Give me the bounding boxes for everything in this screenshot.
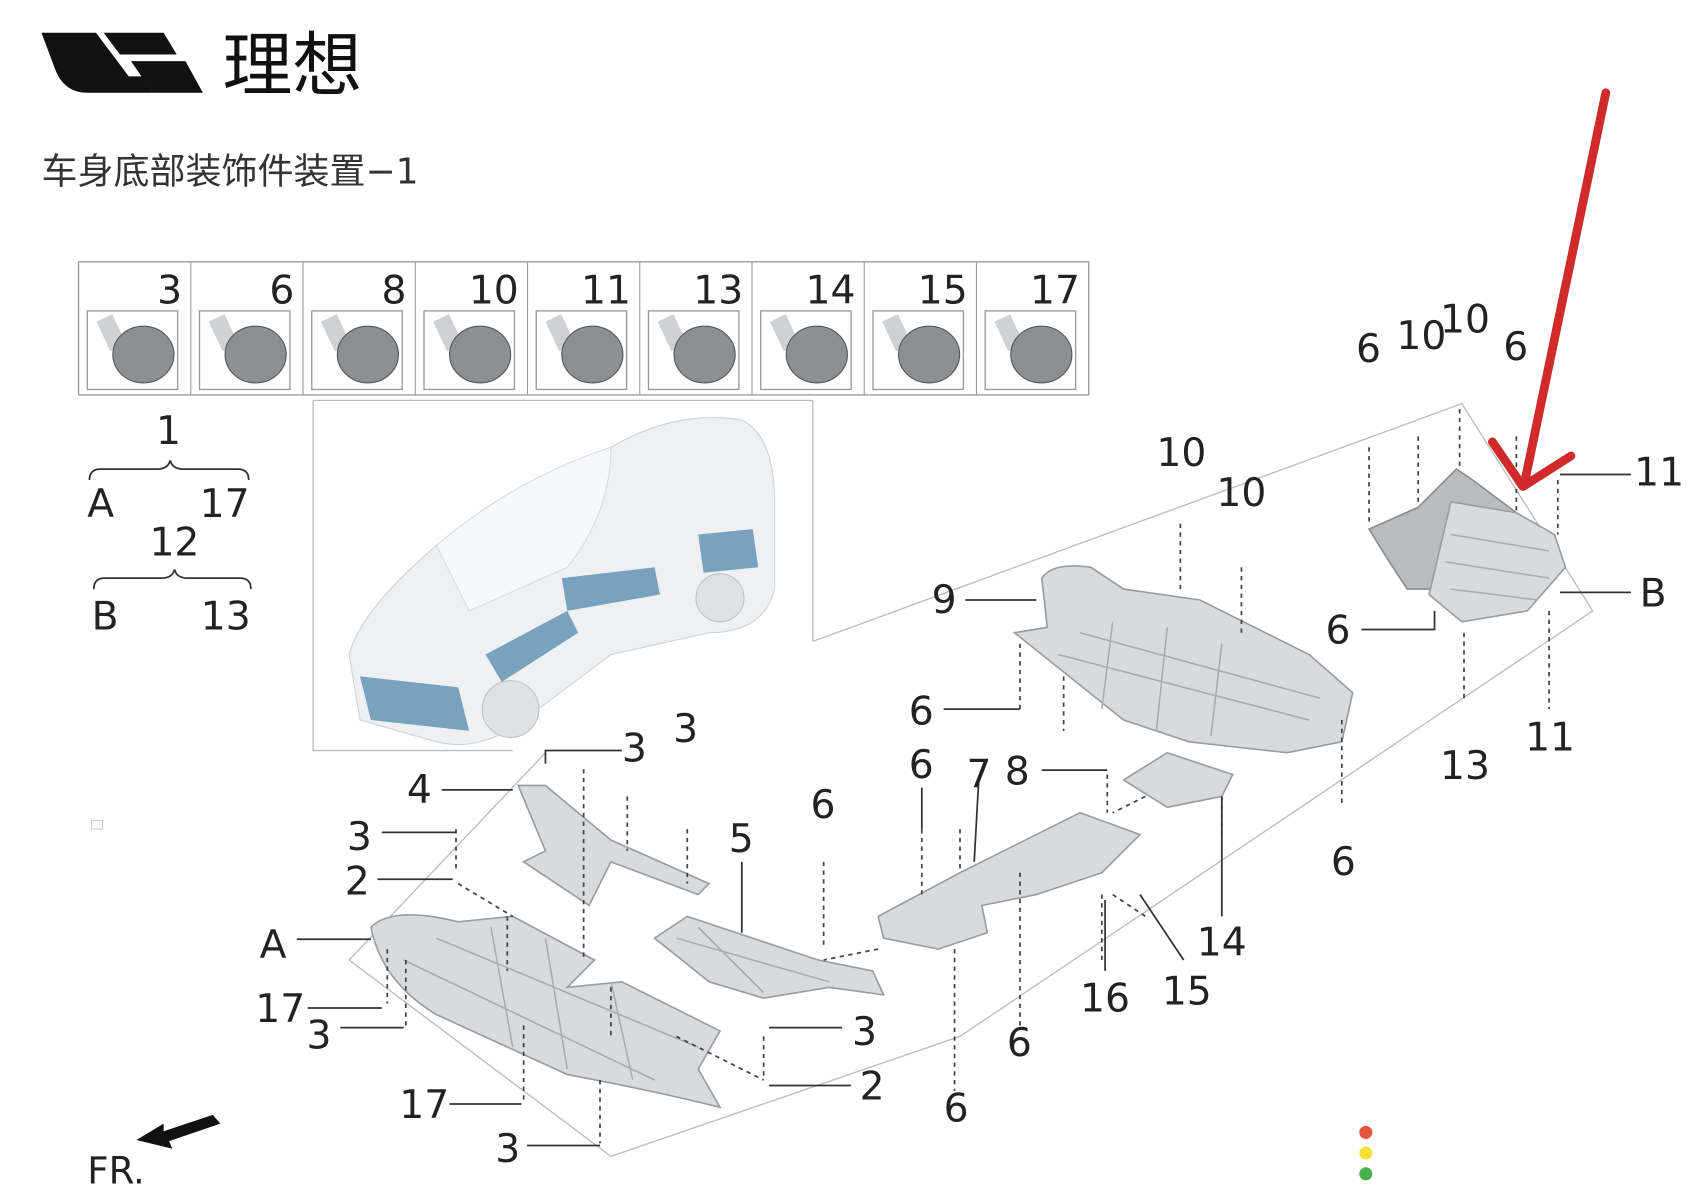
fastener-cell: 8 (302, 261, 407, 395)
callout-label: 10 (1440, 298, 1490, 343)
callout-label: 11 (1634, 450, 1684, 495)
callout-label: 10 (1216, 471, 1266, 516)
fastener-number: 3 (157, 268, 182, 313)
callout-label: 2 (345, 860, 370, 905)
callout-label: 3 (673, 707, 698, 752)
fastener-icon (673, 325, 736, 384)
legend-left: B (92, 594, 119, 639)
fastener-icon (898, 325, 961, 384)
callout-label: 3 (495, 1127, 520, 1172)
vehicle-overview-image (312, 399, 814, 752)
fastener-icon (224, 325, 287, 384)
fastener-number: 14 (806, 268, 856, 313)
callout-label: 16 (1080, 976, 1130, 1021)
brand-logo: 理想 (41, 25, 362, 106)
legend-right: 13 (201, 594, 251, 639)
callout-label: 6 (1331, 840, 1356, 885)
callout-label: 8 (1005, 749, 1030, 794)
callout-label: 6 (1356, 327, 1381, 372)
fastener-strip: 3 6 8 10 11 13 14 15 17 (77, 261, 1090, 396)
red-dot (1359, 1125, 1373, 1139)
callout-label: 13 (1440, 744, 1490, 789)
front-direction-indicator: FR. (87, 1114, 221, 1193)
fastener-number: 6 (269, 268, 294, 313)
arrow-left-icon (136, 1114, 221, 1149)
callout-label: 9 (932, 578, 957, 623)
callout-label: 10 (1156, 431, 1206, 476)
fastener-cell: 3 (86, 268, 182, 391)
callout-label: 17 (399, 1083, 449, 1128)
fastener-number: 11 (581, 268, 631, 313)
fastener-cell: 6 (190, 261, 294, 395)
fastener-icon (785, 325, 848, 384)
callout-label: 2 (860, 1065, 885, 1110)
fastener-cell: 11 (526, 261, 631, 395)
legend-number: 12 (149, 520, 199, 565)
callout-label: 6 (909, 689, 934, 734)
fastener-number: 17 (1030, 268, 1080, 313)
fastener-cell: 13 (639, 261, 743, 395)
callout-label: 10 (1396, 314, 1446, 359)
brand-name: 理想 (223, 25, 363, 106)
assembly-legend: 1 A 17 12 B 13 (87, 409, 252, 639)
fastener-cell: 17 (975, 261, 1080, 395)
guide-lines (386, 409, 1559, 1144)
callout-label: 6 (944, 1086, 969, 1131)
callout-label: B (1640, 572, 1667, 617)
fastener-icon (449, 325, 512, 384)
callout-label: 3 (307, 1013, 332, 1058)
status-dots (1359, 1125, 1373, 1181)
callout-label: 6 (1503, 325, 1528, 370)
fastener-icon (1010, 325, 1073, 384)
underbody-panels (370, 468, 1567, 1109)
fastener-cell: 10 (414, 261, 519, 395)
callout-label: 7 (967, 753, 992, 798)
callout-label: A (260, 923, 287, 968)
fastener-cell: 15 (863, 261, 968, 395)
callout-label: 3 (622, 726, 647, 771)
callout-label: 3 (852, 1010, 877, 1055)
fastener-icon (561, 325, 624, 384)
callout-label: 14 (1197, 921, 1247, 966)
fastener-number: 13 (693, 268, 743, 313)
front-label: FR. (87, 1150, 145, 1193)
yellow-dot (1359, 1146, 1373, 1160)
fastener-icon (112, 325, 175, 384)
legend-left: A (87, 482, 114, 527)
callout-label: 6 (1325, 609, 1350, 654)
leader-lines (296, 473, 1631, 1147)
callout-label: 15 (1162, 970, 1212, 1015)
small-marker (91, 819, 104, 830)
callout-label: 6 (811, 783, 836, 828)
callout-label: 3 (347, 815, 372, 860)
fastener-cell: 14 (751, 261, 856, 395)
red-arrow-annotation (1488, 88, 1611, 491)
callouts: 6 10 10 6 11 10 10 9 B 6 6 13 11 6 7 8 3… (255, 298, 1684, 1172)
callout-label: 11 (1525, 716, 1575, 761)
callout-label: 6 (909, 743, 934, 788)
legend-number: 1 (156, 409, 181, 454)
callout-label: 17 (255, 987, 305, 1032)
fastener-number: 8 (382, 268, 407, 313)
legend-right: 17 (200, 482, 250, 527)
fastener-icon (336, 325, 399, 384)
fastener-number: 10 (469, 268, 519, 313)
page-title: 车身底部装饰件装置−1 (41, 151, 418, 192)
callout-label: 6 (1007, 1021, 1032, 1066)
callout-label: 5 (729, 817, 754, 862)
green-dot (1359, 1167, 1373, 1181)
fastener-number: 15 (918, 268, 968, 313)
callout-label: 4 (407, 768, 432, 813)
